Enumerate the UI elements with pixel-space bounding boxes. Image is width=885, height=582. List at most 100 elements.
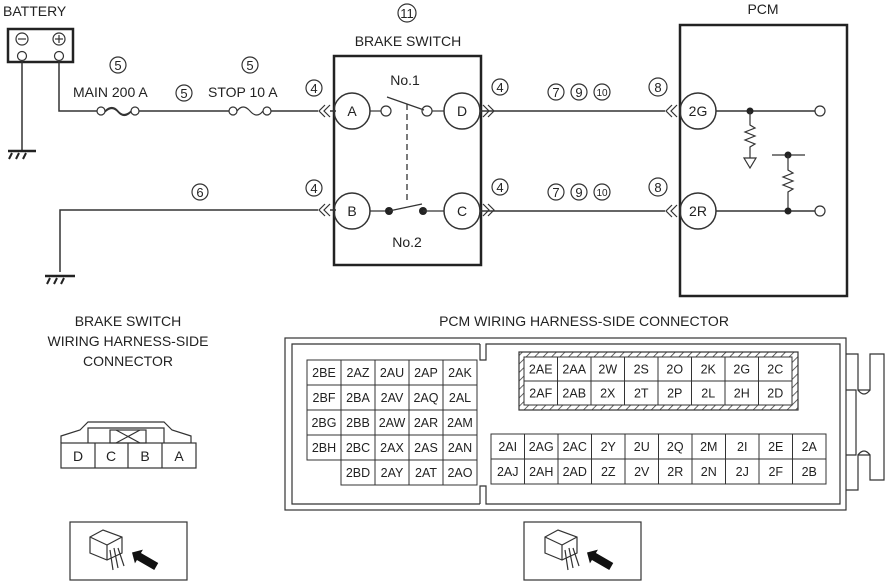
pcm-box bbox=[678, 23, 849, 298]
svg-text:9: 9 bbox=[575, 185, 582, 200]
switch-no1-icon bbox=[370, 96, 444, 117]
connector-pin-cell bbox=[340, 434, 376, 461]
brake-connector-title-line3: CONNECTOR bbox=[83, 353, 173, 369]
connector-pin-label: 2Z bbox=[601, 465, 616, 479]
pcm-connector-housing bbox=[284, 337, 885, 511]
svg-text:6: 6 bbox=[196, 185, 203, 200]
wire-callouts-harness-bottom: 7 9 10 bbox=[547, 183, 611, 201]
connector-pin-label: 2AH bbox=[529, 465, 553, 479]
connector-chevron-icon bbox=[482, 104, 495, 217]
connector-pin-cell bbox=[691, 458, 726, 485]
pcm-label: PCM bbox=[747, 1, 778, 17]
switch-no2-label: No.2 bbox=[392, 234, 422, 250]
connector-pin-cell bbox=[557, 380, 592, 406]
svg-text:4: 4 bbox=[496, 80, 503, 95]
connector-pin-label: 2AD bbox=[563, 465, 587, 479]
pcm-internal-terminal bbox=[814, 205, 826, 217]
connector-pin-label: 2A bbox=[802, 440, 818, 454]
connector-pin-label: 2B bbox=[802, 465, 817, 479]
connector-pin-cell bbox=[408, 384, 444, 411]
connector-pin-cell bbox=[691, 433, 726, 460]
ground-wire bbox=[59, 209, 318, 272]
brake-connector-housing bbox=[60, 421, 197, 469]
battery-pos-terminal bbox=[53, 50, 65, 62]
connector-pin-cell bbox=[557, 433, 592, 460]
connector-chevron-icon bbox=[318, 104, 331, 217]
connector-pin-label: 2AW bbox=[379, 416, 406, 430]
connector-pin-label: 2AO bbox=[447, 466, 472, 480]
connector-pin-label: 2BF bbox=[313, 391, 336, 405]
brake-terminal-b: B bbox=[333, 192, 371, 230]
brake-connector-pin-b: B bbox=[140, 448, 149, 464]
brake-terminal-a: A bbox=[333, 92, 371, 130]
connector-pin-cell bbox=[442, 384, 478, 411]
connector-pin-label: 2C bbox=[767, 363, 783, 377]
connector-pin-label: 2AC bbox=[563, 440, 587, 454]
connector-pin-label: 2AX bbox=[380, 441, 404, 455]
connector-pin-cell bbox=[340, 359, 376, 386]
connector-pin-label: 2X bbox=[600, 387, 616, 401]
connector-pin-cell bbox=[442, 459, 478, 486]
wire-callout-brake-left-bottom: 4 bbox=[305, 179, 323, 197]
connector-pin-cell bbox=[658, 433, 693, 460]
pcm-connector-title: PCM WIRING HARNESS-SIDE CONNECTOR bbox=[439, 313, 729, 329]
brake-switch-label: BRAKE SWITCH bbox=[355, 33, 462, 49]
brake-switch-box bbox=[332, 54, 483, 267]
svg-text:5: 5 bbox=[180, 86, 187, 101]
connector-pin-label: 2AT bbox=[415, 466, 437, 480]
connector-pin-cell bbox=[524, 458, 559, 485]
connector-pin-cell bbox=[792, 433, 827, 460]
connector-pin-cell bbox=[442, 434, 478, 461]
connector-pin-label: 2BC bbox=[346, 441, 370, 455]
wire-callout-pcm-top: 8 bbox=[648, 77, 668, 97]
pull-up-resistor-icon bbox=[772, 151, 805, 215]
main-fuse-callout: 5 bbox=[109, 56, 127, 74]
connector-pin-label: 2BA bbox=[346, 391, 370, 405]
battery-label: BATTERY bbox=[3, 3, 67, 19]
connector-pin-label: 2BB bbox=[346, 416, 370, 430]
connector-pin-label: 2S bbox=[634, 363, 649, 377]
connector-pin-label: 2AZ bbox=[347, 366, 370, 380]
main-fuse-icon bbox=[96, 106, 140, 117]
connector-pin-cell bbox=[490, 458, 525, 485]
connector-pin-label: 2P bbox=[667, 387, 682, 401]
pcm-terminal-2r: 2R bbox=[679, 192, 717, 230]
connector-pin-label: 2E bbox=[768, 440, 783, 454]
connector-pin-cell bbox=[442, 359, 478, 386]
connector-pin-cell bbox=[408, 434, 444, 461]
wire-callout-between-fuses: 5 bbox=[175, 84, 193, 102]
brake-connector-title-line2: WIRING HARNESS-SIDE bbox=[47, 333, 208, 349]
connector-pin-label: 2Y bbox=[601, 440, 617, 454]
svg-text:10: 10 bbox=[596, 188, 608, 199]
svg-text:7: 7 bbox=[552, 85, 559, 100]
connector-pin-cell bbox=[523, 380, 558, 406]
harness-side-view-icon bbox=[523, 521, 642, 581]
connector-pin-cell bbox=[408, 459, 444, 486]
connector-pin-label: 2BG bbox=[311, 416, 336, 430]
connector-pin-label: 2AK bbox=[448, 366, 472, 380]
connector-pin-label: 2U bbox=[634, 440, 650, 454]
harness-side-view-icon bbox=[69, 521, 188, 581]
connector-pin-label: 2AG bbox=[529, 440, 554, 454]
connector-pin-label: 2BH bbox=[312, 441, 336, 455]
connector-pin-label: 2AS bbox=[414, 441, 438, 455]
pcm-terminal-2g: 2G bbox=[679, 92, 717, 130]
brake-connector-pin-c: C bbox=[106, 448, 116, 464]
connector-pin-label: 2AI bbox=[498, 440, 517, 454]
connector-pin-label: 2BD bbox=[346, 466, 370, 480]
brake-connector-pin-a: A bbox=[174, 448, 184, 464]
connector-pin-label: 2AY bbox=[381, 466, 404, 480]
connector-pin-cell bbox=[657, 380, 692, 406]
svg-text:8: 8 bbox=[654, 180, 661, 195]
connector-pin-label: 2AJ bbox=[497, 465, 519, 479]
connector-pin-label: 2AL bbox=[449, 391, 471, 405]
connector-pin-cell bbox=[792, 458, 827, 485]
connector-pin-label: 2AR bbox=[414, 416, 438, 430]
connector-pin-label: 2V bbox=[634, 465, 650, 479]
main-fuse-label: MAIN 200 A bbox=[73, 84, 148, 100]
svg-text:C: C bbox=[457, 203, 467, 219]
connector-pin-label: 2N bbox=[701, 465, 717, 479]
connector-pin-label: 2O bbox=[666, 363, 683, 377]
battery-positive-icon bbox=[52, 32, 66, 46]
